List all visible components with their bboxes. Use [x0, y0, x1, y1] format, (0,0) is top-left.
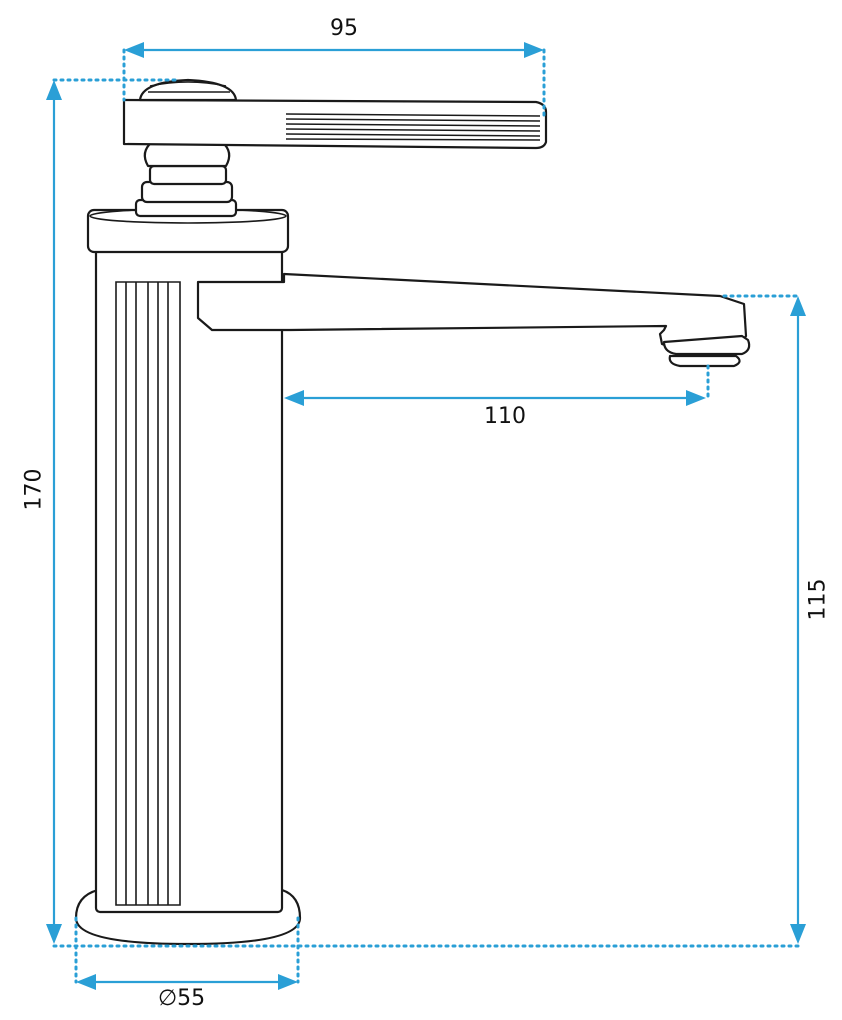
spout	[196, 272, 748, 350]
faucet	[74, 78, 751, 946]
dimension-label-total-height: 170	[21, 468, 47, 511]
aerator	[662, 334, 751, 356]
dimension-label-spout-height: 115	[805, 578, 831, 621]
handle-grooves	[285, 113, 541, 141]
dimension-label-spout-reach: 110	[484, 404, 526, 429]
dimension-label-handle-length: 95	[330, 16, 358, 41]
faucet-body	[94, 246, 284, 914]
fluted-panel	[115, 281, 181, 906]
handle-cap	[138, 78, 238, 102]
dimension-lines	[46, 42, 806, 990]
dimension-label-base-diameter: ∅55	[158, 986, 206, 1011]
